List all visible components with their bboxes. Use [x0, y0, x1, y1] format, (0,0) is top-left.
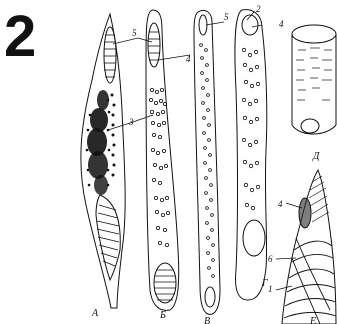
cell-b [146, 10, 179, 310]
cell-b-lower-striated-oval [154, 263, 176, 303]
cell-g-upper-oval [242, 15, 258, 35]
leader-1-to-e [276, 286, 292, 290]
cell-v-granules [200, 44, 215, 278]
cell-b-granules [149, 88, 169, 246]
leader-5-to-a [113, 38, 138, 44]
cell-e-outline [282, 170, 336, 324]
leader-6-to-e [276, 258, 296, 259]
cell-d-striations [296, 48, 332, 100]
leader-3-to-a [108, 123, 130, 130]
callout-3: 3 [128, 117, 134, 127]
panel-label-b: Б [159, 310, 166, 321]
cell-a-upper-striated-oval [104, 27, 116, 83]
cell-a-upper-striations [104, 35, 116, 77]
leader-4-to-g [252, 25, 262, 27]
cell-e-spiral-bands [284, 238, 336, 324]
callout-5-left: 5 [132, 28, 137, 38]
callout-4-right: 4 [279, 19, 284, 29]
cell-b-upper-striations [148, 32, 160, 60]
callout-2: 2 [256, 4, 261, 14]
callout-4-mid: 4 [186, 54, 191, 64]
leader-lines [108, 12, 302, 290]
cell-d-top-ellipse [292, 25, 336, 43]
cell-b-upper-striated-oval [148, 23, 160, 67]
cell-b-outline [146, 10, 179, 310]
cell-d [292, 25, 336, 134]
panel-label-g: Г [261, 278, 268, 289]
callout-1: 1 [268, 284, 273, 294]
cell-a [81, 14, 125, 308]
cell-d-bottom-oval [301, 119, 319, 133]
panel-label-d: Д [312, 151, 320, 162]
cell-g-granules [242, 48, 259, 209]
callout-5-right: 5 [224, 12, 229, 22]
cell-a-lower-striations [97, 205, 119, 266]
cell-e [282, 170, 336, 324]
cell-e-oval [299, 198, 311, 228]
panel-label-v: В [204, 316, 210, 324]
cell-v-upper-oval [199, 15, 207, 35]
callout-4-e: 4 [278, 199, 283, 209]
cell-v-outline [194, 10, 220, 314]
panel-label-e: Е [309, 316, 316, 324]
cell-g-lower-oval [243, 220, 265, 256]
cell-g [235, 10, 267, 300]
cell-v-lower-oval [205, 287, 215, 307]
panel-label-a: А [91, 308, 99, 319]
cell-v [194, 10, 220, 314]
callout-6: 6 [268, 254, 273, 264]
cell-a-granule-mass [86, 90, 116, 195]
cell-b-lower-striations [154, 270, 176, 300]
leader-5-to-v [206, 22, 224, 25]
